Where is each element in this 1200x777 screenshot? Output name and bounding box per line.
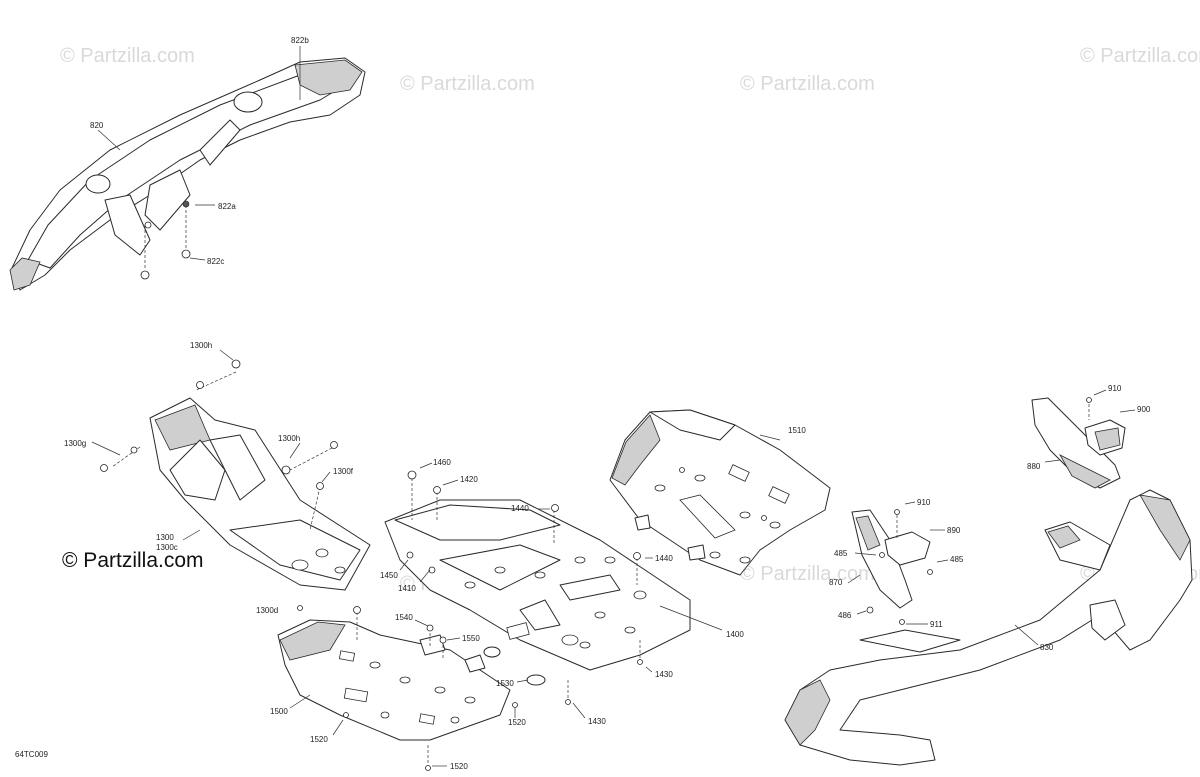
callout-820[interactable]: 820 bbox=[90, 121, 104, 130]
callout-1300f[interactable]: 1300f bbox=[333, 467, 354, 476]
callout-1300g[interactable]: 1300g bbox=[64, 439, 86, 448]
callout-822b[interactable]: 822b bbox=[291, 36, 309, 45]
front-skid-plate-1300 bbox=[91, 349, 371, 611]
callout-822c[interactable]: 822c bbox=[207, 257, 224, 266]
callout-1430[interactable]: 1430 bbox=[655, 670, 673, 679]
callout-1450[interactable]: 1450 bbox=[380, 571, 398, 580]
watermark: © Partzilla.com bbox=[740, 563, 875, 585]
callout-822a[interactable]: 822a bbox=[218, 202, 236, 211]
callout-1550[interactable]: 1550 bbox=[462, 634, 480, 643]
callout-890[interactable]: 890 bbox=[947, 526, 961, 535]
callout-486[interactable]: 486 bbox=[838, 611, 852, 620]
callout-910[interactable]: 910 bbox=[917, 498, 931, 507]
callout-1500[interactable]: 1500 bbox=[270, 707, 288, 716]
callout-910[interactable]: 910 bbox=[1108, 384, 1122, 393]
callout-1520[interactable]: 1520 bbox=[508, 718, 526, 727]
watermark: © Partzilla.com bbox=[1080, 45, 1200, 67]
callout-1420[interactable]: 1420 bbox=[460, 475, 478, 484]
watermark: © Partzilla.com bbox=[400, 73, 535, 95]
diagram-reference: 64TC009 bbox=[15, 750, 48, 759]
callout-830[interactable]: 830 bbox=[1040, 643, 1054, 652]
watermark: © Partzilla.com bbox=[740, 73, 875, 95]
rear-bumper-830 bbox=[784, 389, 1193, 766]
callout-1300[interactable]: 1300 bbox=[156, 533, 174, 542]
callout-485[interactable]: 485 bbox=[950, 555, 964, 564]
watermark: © Partzilla.com bbox=[60, 45, 195, 67]
callout-1300c[interactable]: 1300c bbox=[156, 543, 178, 552]
callout-1300h[interactable]: 1300h bbox=[278, 434, 300, 443]
callout-870[interactable]: 870 bbox=[829, 578, 843, 587]
callout-1460[interactable]: 1460 bbox=[433, 458, 451, 467]
rear-skid-plate-1500 bbox=[277, 606, 546, 771]
callout-1440[interactable]: 1440 bbox=[655, 554, 673, 563]
callout-485[interactable]: 485 bbox=[834, 549, 848, 558]
callout-1510[interactable]: 1510 bbox=[788, 426, 806, 435]
callout-1520[interactable]: 1520 bbox=[310, 735, 328, 744]
callout-1430[interactable]: 1430 bbox=[588, 717, 606, 726]
callout-1520[interactable]: 1520 bbox=[450, 762, 468, 771]
callout-1400[interactable]: 1400 bbox=[726, 630, 744, 639]
callout-1440[interactable]: 1440 bbox=[511, 504, 529, 513]
callout-1530[interactable]: 1530 bbox=[496, 679, 514, 688]
callout-900[interactable]: 900 bbox=[1137, 405, 1151, 414]
callout-911[interactable]: 911 bbox=[930, 620, 943, 629]
callout-1410[interactable]: 1410 bbox=[398, 584, 416, 593]
callout-1300d[interactable]: 1300d bbox=[256, 606, 278, 615]
callout-880[interactable]: 880 bbox=[1027, 462, 1041, 471]
front-bumper-820 bbox=[9, 46, 366, 291]
rear-skid-plate-1510 bbox=[609, 409, 831, 576]
callout-1300h[interactable]: 1300h bbox=[190, 341, 212, 350]
callout-1540[interactable]: 1540 bbox=[395, 613, 413, 622]
center-skid-plate-1400 bbox=[384, 462, 723, 719]
copyright-notice: © Partzilla.com bbox=[62, 549, 204, 572]
